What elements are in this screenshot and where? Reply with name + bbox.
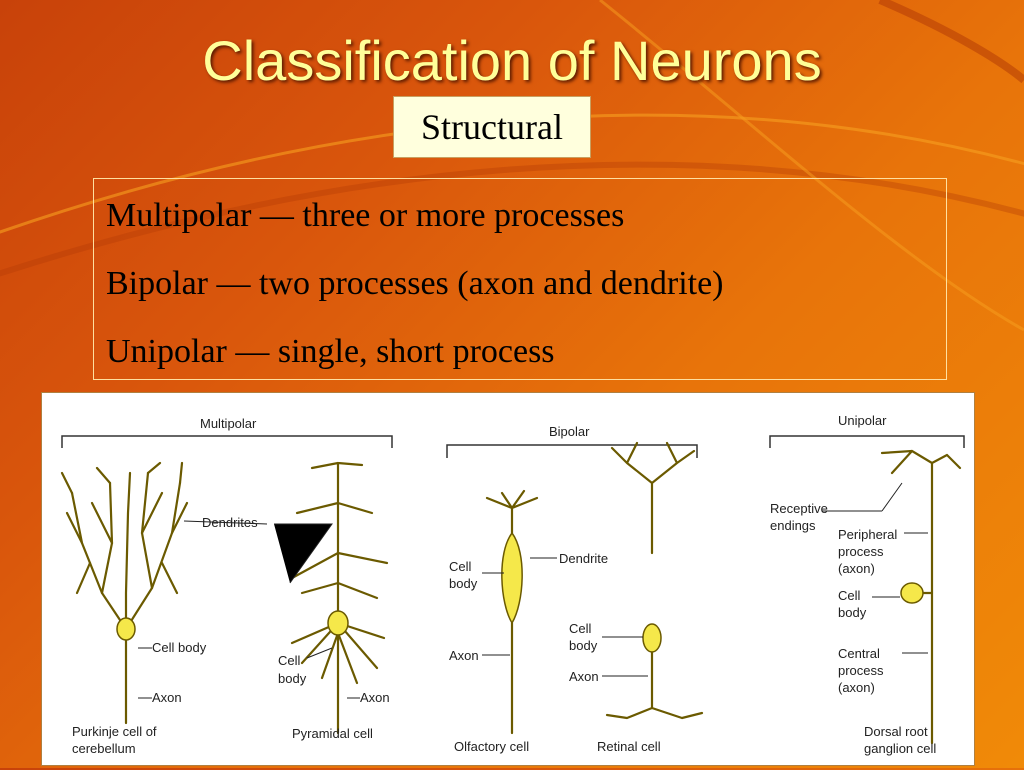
caption-olfactory: Olfactory cell xyxy=(454,739,529,754)
neuron-diagram: Multipolar Bipolar Unipolar xyxy=(60,413,965,756)
caption-retinal: Retinal cell xyxy=(597,739,661,754)
multipolar-heading: Multipolar xyxy=(200,416,257,431)
caption-purkinje: Purkinje cell of xyxy=(72,724,157,739)
unipolar-soma xyxy=(900,582,924,604)
label-axon: (axon) xyxy=(838,561,875,576)
slide-title: Classification of Neurons xyxy=(202,29,822,92)
label-body: body xyxy=(449,576,478,591)
caption-purkinje: cerebellum xyxy=(72,741,136,756)
retinal-soma xyxy=(642,623,662,653)
list-item: Multipolar — three or more processes xyxy=(106,197,625,234)
label-cell: Cell xyxy=(569,621,592,636)
retinal-cell xyxy=(605,441,704,720)
label-body: body xyxy=(278,671,307,686)
purkinje-cell xyxy=(60,461,189,725)
label-body: body xyxy=(569,638,598,653)
label-body: body xyxy=(838,605,867,620)
pyramidal-soma xyxy=(327,610,349,636)
list-item: Bipolar — two processes (axon and dendri… xyxy=(106,265,724,302)
label-peripheral: Peripheral xyxy=(838,527,897,542)
olfactory-soma xyxy=(501,531,523,625)
neuron-figure: Multipolar Bipolar Unipolar xyxy=(41,392,975,766)
multipolar-bracket xyxy=(61,435,393,448)
classification-list: Multipolar — three or more processes Bip… xyxy=(93,178,947,380)
purkinje-soma xyxy=(116,617,136,641)
caption-drg: ganglion cell xyxy=(864,741,936,756)
olfactory-cell xyxy=(485,489,539,735)
label-dendrite: Dendrite xyxy=(559,551,608,566)
bipolar-heading: Bipolar xyxy=(549,424,590,439)
label-process: process xyxy=(838,544,884,559)
caption-drg: Dorsal root xyxy=(864,724,928,739)
label-cell: Cell xyxy=(838,588,861,603)
unipolar-heading: Unipolar xyxy=(838,413,887,428)
label-dendrites: Dendrites xyxy=(202,515,258,530)
label-endings: endings xyxy=(770,518,816,533)
caption-pyramidal: Pyramidal cell xyxy=(292,726,373,741)
subtitle-box: Structural xyxy=(393,96,591,158)
label-axon: Axon xyxy=(449,648,479,663)
label-axon: Axon xyxy=(569,669,599,684)
label-axon: Axon xyxy=(360,690,390,705)
label-central: Central xyxy=(838,646,880,661)
label-axon: Axon xyxy=(152,690,182,705)
label-cell: Cell xyxy=(278,653,301,668)
label-receptive: Receptive xyxy=(770,501,828,516)
bipolar-bracket xyxy=(446,444,698,458)
label-axon: (axon) xyxy=(838,680,875,695)
unipolar-bracket xyxy=(769,435,965,448)
label-process: process xyxy=(838,663,884,678)
list-item: Unipolar — single, short process xyxy=(106,333,555,370)
label-cell: Cell xyxy=(449,559,472,574)
label-cell-body: Cell body xyxy=(152,640,207,655)
pyramidal-cell xyxy=(290,461,389,735)
